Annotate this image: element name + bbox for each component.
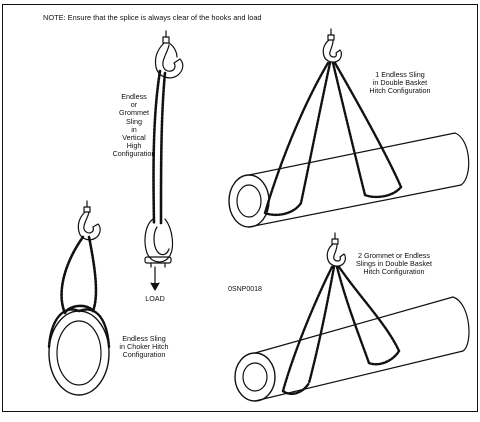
label-vertical-hitch: Endless or Grommet Sling in Vertical Hig… <box>112 92 156 159</box>
drawing-layer <box>47 28 470 402</box>
figure-code: 0SNP0018 <box>228 286 262 293</box>
note-text: NOTE: Ensure that the splice is always c… <box>43 13 262 22</box>
grommet-hook-icon <box>326 232 346 267</box>
crane-hook-icon <box>154 30 184 79</box>
choker-sling-icon <box>60 235 98 315</box>
label-double-basket-two-slings: 2 Grommet or Endless Slings in Double Ba… <box>356 251 432 277</box>
pipe-load-2-icon <box>234 296 470 402</box>
label-choker-hitch: Endless Sling in Choker Hitch Configurat… <box>119 334 169 360</box>
label-load: LOAD <box>145 294 165 303</box>
shackle-icon <box>144 218 174 268</box>
grommet-sling-icon <box>281 265 401 393</box>
arrow-down-icon <box>150 266 160 291</box>
basket-sling-icon <box>263 61 403 215</box>
pipe-end-icon <box>47 308 111 396</box>
wire-rope-sling-icon <box>152 69 167 225</box>
basket-hook-icon <box>322 28 342 63</box>
pipe-load-icon <box>228 132 470 228</box>
choker-hook-icon <box>77 200 101 241</box>
rigging-diagram: NOTE: Ensure that the splice is always c… <box>2 4 478 412</box>
label-double-basket-single: 1 Endless Sling in Double Basket Hitch C… <box>369 70 431 96</box>
